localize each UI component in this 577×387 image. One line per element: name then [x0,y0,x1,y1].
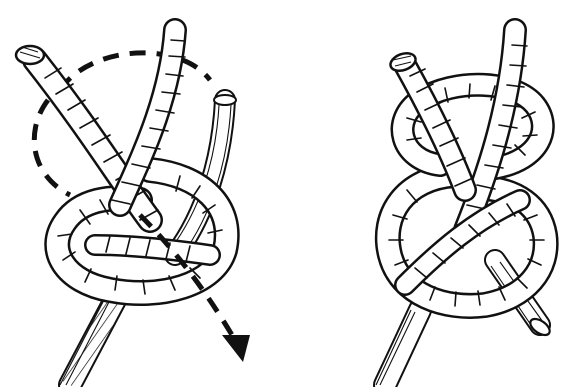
standing-part-rope [60,300,115,385]
figure-right-tightened-knot [345,0,577,387]
figure-left-loose-knot [0,0,290,387]
standing-part-rope [376,310,420,385]
dashed-guide-loop [60,53,210,90]
dashed-direction-arrow-icon [222,335,250,362]
